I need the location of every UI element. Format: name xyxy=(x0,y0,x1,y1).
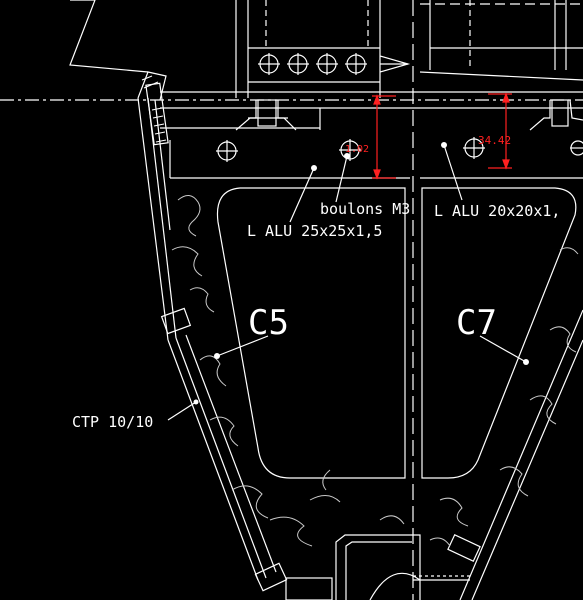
label-ctp: CTP 10/10 xyxy=(72,413,153,431)
left-wall-hatch xyxy=(141,75,167,143)
angle-brackets xyxy=(235,99,583,131)
cavity-c7-outline xyxy=(421,187,577,479)
hull-left-wall xyxy=(137,71,288,592)
label-l-alu-25: L ALU 25x25x1,5 xyxy=(247,222,382,240)
leader-dots xyxy=(193,142,529,405)
rail-lines xyxy=(0,91,583,179)
dimension-left-value: 1.02 xyxy=(345,144,369,155)
cavity-c5-outline xyxy=(216,187,406,479)
top-frame xyxy=(69,0,583,98)
hull-right-wall xyxy=(447,309,583,600)
foam-hatching xyxy=(171,195,579,547)
dimension-lines xyxy=(372,92,512,180)
label-boulons-m3: boulons M3 xyxy=(320,200,410,218)
leader-lines xyxy=(167,144,527,421)
label-c7: C7 xyxy=(456,303,497,343)
bottom-fitting xyxy=(285,534,470,600)
rail-bolts xyxy=(216,137,583,162)
label-l-alu-20: L ALU 20x20x1, xyxy=(434,202,560,220)
label-c5: C5 xyxy=(248,303,289,343)
top-bolts-row xyxy=(258,53,367,75)
dimension-right-value: 34.42 xyxy=(478,134,511,147)
